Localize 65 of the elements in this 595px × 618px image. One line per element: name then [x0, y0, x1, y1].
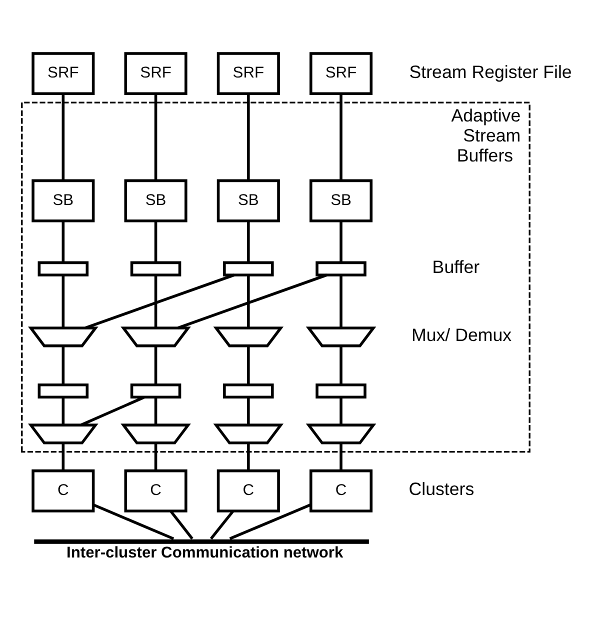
- label: Buffer: [432, 257, 480, 278]
- connector: [247, 397, 250, 425]
- node-trapezoid: [213, 326, 284, 348]
- label: Mux/ Demux: [411, 325, 512, 346]
- connector: [62, 220, 65, 263]
- connector: [247, 346, 250, 385]
- node-box: [130, 261, 182, 276]
- node-box: C: [124, 469, 188, 512]
- connector: [62, 443, 65, 471]
- node-box: SB: [216, 179, 280, 222]
- connector: [154, 443, 158, 471]
- connector: [210, 510, 234, 540]
- connector: [84, 274, 235, 330]
- connector: [170, 510, 194, 540]
- node-box: [223, 383, 274, 399]
- node-box: C: [216, 469, 280, 512]
- node-trapezoid: [120, 326, 191, 348]
- connector: [154, 275, 158, 328]
- node-box: C: [310, 469, 373, 512]
- node-box: SB: [124, 179, 188, 222]
- connector: [62, 275, 65, 328]
- node-box: SB: [32, 179, 95, 222]
- node-bar: [34, 539, 369, 544]
- connector: [247, 220, 250, 263]
- connector: [62, 346, 65, 385]
- connector: [247, 94, 250, 180]
- connector: [340, 346, 342, 385]
- connector: [177, 274, 328, 330]
- connector: [340, 397, 342, 425]
- node-box: [38, 383, 89, 399]
- node-box: [316, 261, 366, 276]
- connector: [154, 220, 158, 263]
- label: Stream Register File: [409, 62, 572, 82]
- node-trapezoid: [306, 424, 376, 444]
- connector: [340, 94, 342, 180]
- node-label: Inter-cluster Communication network: [66, 544, 344, 562]
- connector: [340, 220, 342, 263]
- node-box: C: [32, 469, 95, 512]
- node-trapezoid: [28, 424, 98, 444]
- node-box: SRF: [216, 52, 280, 96]
- connector: [154, 397, 158, 425]
- node-trapezoid: [213, 424, 284, 444]
- connector: [340, 443, 342, 471]
- node-box: SB: [310, 179, 373, 222]
- node-box: [130, 383, 182, 399]
- label: Clusters: [408, 479, 474, 500]
- node-box: [316, 383, 366, 399]
- connector: [229, 503, 312, 540]
- node-box: SRF: [32, 52, 95, 96]
- connector: [92, 504, 174, 540]
- connector: [80, 396, 145, 426]
- node-box: SRF: [310, 52, 373, 96]
- node-box: SRF: [124, 52, 188, 96]
- connector: [62, 397, 65, 425]
- connector: [340, 275, 342, 328]
- node-trapezoid: [306, 326, 376, 348]
- connector: [154, 94, 158, 180]
- connector: [247, 275, 250, 328]
- connector: [62, 94, 65, 180]
- node-trapezoid: [120, 424, 191, 444]
- node-box: [38, 261, 89, 276]
- connector: [154, 346, 158, 385]
- connector: [247, 443, 250, 471]
- node-box: [223, 261, 274, 276]
- node-trapezoid: [28, 326, 98, 348]
